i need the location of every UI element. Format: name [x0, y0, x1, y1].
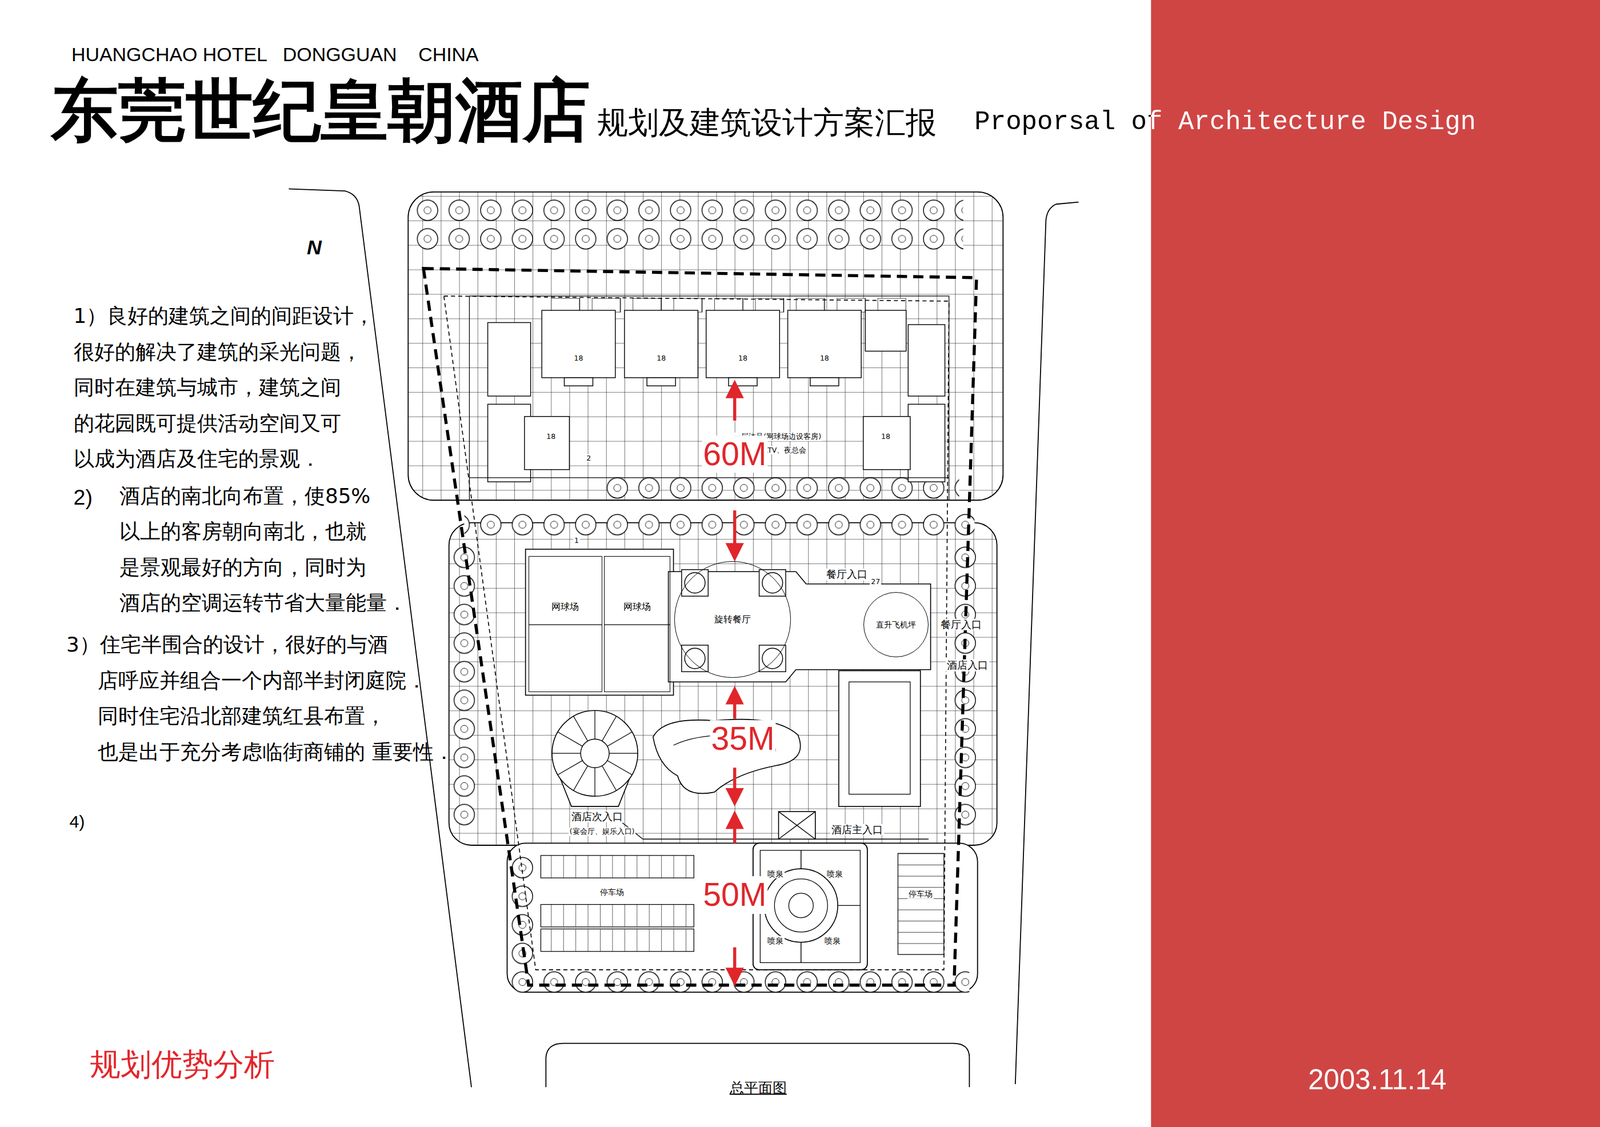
note-text: 酒店的南北向布置，使85% 以上的客房朝向南北，也就 是景观最好的方向，同时为 …: [119, 478, 440, 622]
rotating-restaurant: 旋转餐厅: [674, 561, 791, 678]
floor-count: 18: [545, 432, 557, 441]
floor-count: 18: [880, 432, 892, 441]
entrance-label: 酒店入口: [945, 659, 990, 672]
subtitle: 规划及建筑设计方案汇报: [597, 104, 937, 141]
note-text: 1）良好的建筑之间的间距设计， 很好的解决了建筑的采光问题， 同时在建筑与城市，…: [73, 298, 428, 478]
subtitle-english: Proporsal of Architecture Design: [974, 107, 1476, 138]
title: 东莞世纪皇朝酒店: [50, 71, 591, 150]
tennis-court: 网球场: [528, 556, 603, 692]
header-text: HUANGCHAO HOTEL DONGGUAN CHINA: [71, 42, 479, 66]
note-number: 4): [69, 811, 85, 832]
section-heading: 规划优势分析: [89, 1046, 275, 1083]
tennis-court: 网球场: [604, 556, 671, 692]
entrance-label: 酒店次入口: [570, 810, 624, 823]
north-arrow: N: [306, 236, 322, 260]
node-text: 网球场: [550, 601, 580, 612]
entrance-label: 餐厅入口: [825, 568, 869, 581]
parking-label: 停车场: [907, 889, 934, 899]
node-text: 旋转餐厅: [713, 614, 752, 625]
fountain-label: 喷泉: [766, 868, 785, 878]
floor-count: 2: [585, 454, 592, 463]
note-text: 3）住宅半围合的设计，很好的与酒 店呼应并组合一个内部半封闭庭院． 同时住宅沿北…: [66, 626, 470, 770]
helipad: 直升飞机坪: [863, 592, 929, 658]
caption: 总平面图: [729, 1079, 787, 1096]
entrance-label: 餐厅入口: [939, 618, 983, 631]
floor-count: 1: [573, 536, 580, 545]
floor-count: 18: [573, 354, 585, 363]
fountain-label: 喷泉: [766, 936, 785, 946]
fountain-label: 喷泉: [823, 936, 842, 946]
fountain-label: 喷泉: [825, 868, 844, 878]
note-number: 2): [73, 485, 93, 511]
date: 2003.11.14: [1308, 1063, 1447, 1096]
node-text: 直升飞机坪: [874, 620, 918, 630]
floor-count: 18: [818, 354, 831, 363]
dimension: 60M: [701, 435, 768, 474]
dimension: 50M: [701, 876, 768, 914]
floor-count: 18: [655, 354, 667, 363]
floor-count: 27: [869, 577, 882, 586]
entrance-label: 酒店主入口: [830, 824, 884, 836]
dimension: 35M: [709, 720, 776, 758]
entrance-note: (宴会厅、娱乐入口): [568, 827, 636, 836]
node-text: 网球场: [622, 601, 652, 612]
parking-label: 停车场: [598, 886, 626, 896]
floor-count: 18: [737, 354, 749, 363]
